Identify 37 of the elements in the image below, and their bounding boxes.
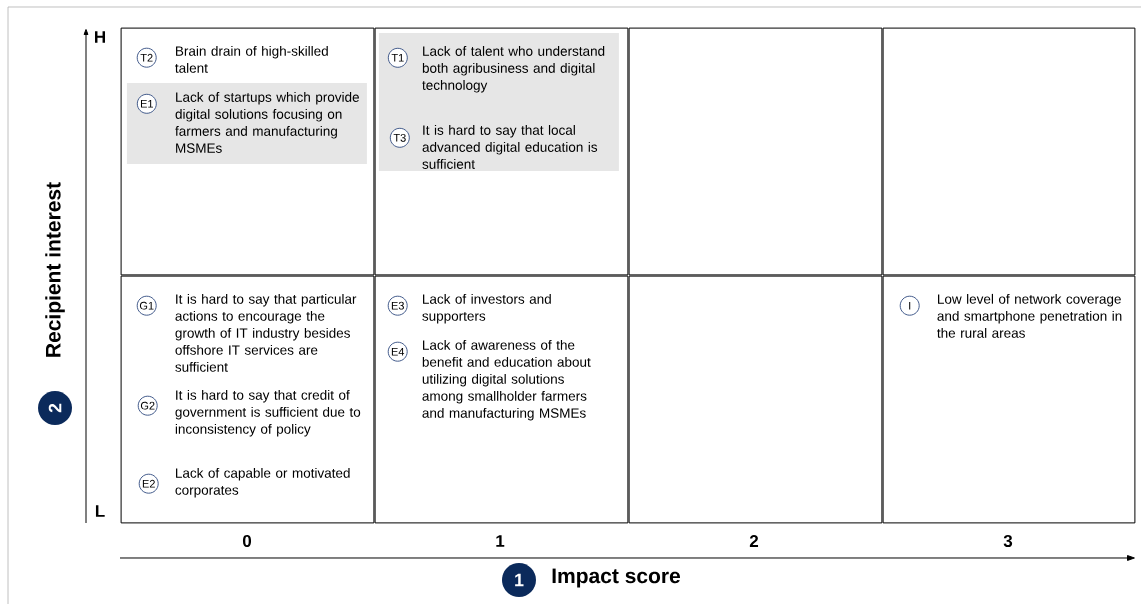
number-badge: E1	[136, 93, 157, 114]
item-text: Brain drain of high-skilled talent	[175, 45, 328, 73]
axis-end-label: L	[95, 505, 105, 517]
grid-cell	[882, 275, 1136, 524]
grid-cell	[628, 27, 883, 276]
number-badge: E4	[387, 341, 408, 362]
number-badge: T2	[136, 47, 157, 68]
item-text: It is hard to say that credit of government is sufficient due to inconsistency of policy	[175, 389, 361, 437]
number-badge: E3	[387, 295, 408, 316]
highlight-band	[378, 32, 619, 171]
grid-cell	[628, 275, 883, 524]
item-text: Lack of startups which provide digital solutions focusing on farmers and manufacturing MSMEs	[175, 92, 359, 153]
axis-end-label: H	[95, 31, 105, 43]
number-badge: T1	[387, 47, 408, 68]
number-badge: T3	[389, 127, 410, 148]
tick-label: 1	[496, 535, 505, 547]
number-badge: E2	[138, 473, 159, 494]
item-text: Lack of investors and supporters	[422, 293, 551, 324]
grid-cell	[120, 275, 375, 524]
axis-title: Recipient interest	[45, 182, 65, 357]
highlight-band	[126, 82, 367, 164]
item-text: It is hard to say that local advanced digital education is sufficient	[422, 125, 598, 169]
number-badge: G1	[136, 295, 157, 316]
item-text: Lack of capable or motivated corporates	[175, 467, 350, 498]
number-badge: 1	[502, 563, 536, 597]
axis-title: Impact score	[552, 568, 680, 588]
tick-label: 3	[1003, 534, 1013, 547]
grid-cell	[374, 275, 629, 524]
number-badge: G2	[137, 395, 158, 416]
item-text: Low level of network coverage and smartphone penetration in the rural areas	[937, 293, 1122, 338]
number-badge: I	[899, 295, 920, 316]
item-text: Lack of talent who understand both agribusiness and digital technology	[422, 46, 605, 93]
number-badge: 2	[38, 391, 72, 425]
tick-label: 0	[242, 534, 252, 547]
item-text: It is hard to say that particular actions to encourage the growth of IT industry besides offshore IT services are sufficient	[175, 293, 357, 372]
item-text: Lack of awareness of the benefit and education about utilizing digital solutions among smallholder farmers and manufacturing MSMEs	[422, 339, 591, 421]
grid-cell	[882, 27, 1136, 276]
